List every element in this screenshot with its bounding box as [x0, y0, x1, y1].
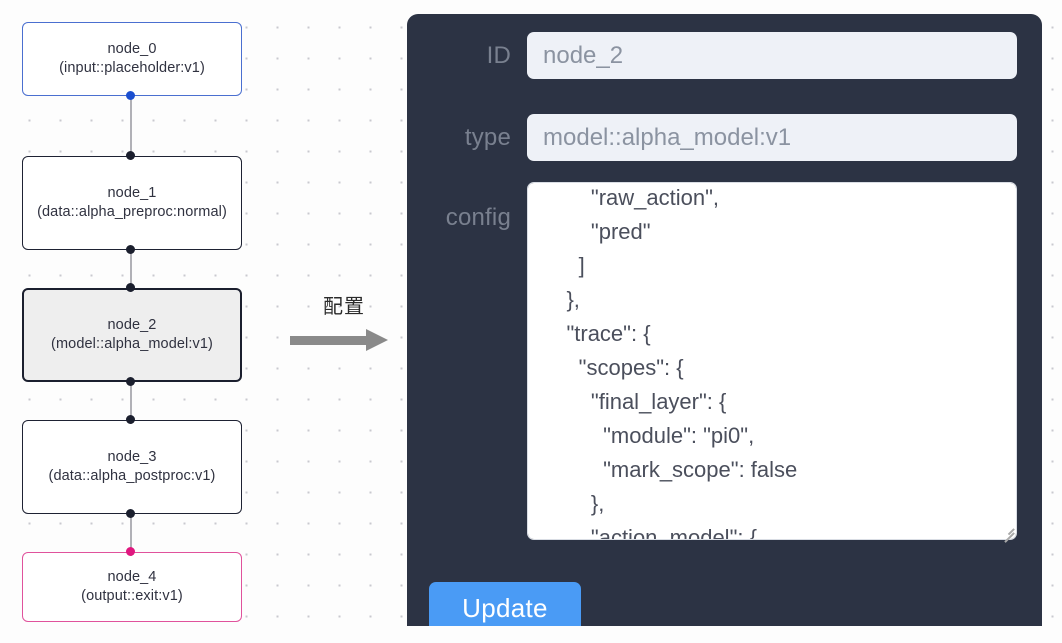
edge-node2-node3 [130, 378, 132, 424]
update-button[interactable]: Update [429, 582, 581, 626]
flow-node-label: node_1 (data::alpha_preproc:normal) [37, 184, 227, 220]
arrow-shaft [290, 336, 368, 345]
edge-node1-node2 [130, 246, 132, 292]
arrow-head [366, 329, 388, 351]
id-field-row: ID [407, 32, 1017, 79]
node-handle-node_1-target[interactable] [126, 151, 135, 160]
flow-node-node_3[interactable]: node_3 (data::alpha_postproc:v1) [22, 420, 242, 514]
node-handle-node_1-source[interactable] [126, 245, 135, 254]
flow-node-node_1[interactable]: node_1 (data::alpha_preproc:normal) [22, 156, 242, 250]
config-textarea[interactable] [527, 182, 1017, 540]
type-input[interactable] [527, 114, 1017, 161]
config-field-label: config [445, 204, 511, 231]
flow-node-node_0[interactable]: node_0 (input::placeholder:v1) [22, 22, 242, 96]
flow-node-label: node_4 (output::exit:v1) [81, 568, 183, 604]
node-handle-node_3-source[interactable] [126, 509, 135, 518]
annotation-group: 配置 [288, 296, 400, 351]
node-handle-node_2-source[interactable] [126, 377, 135, 386]
node-inspector-panel: ID type config Update [407, 14, 1042, 626]
type-field-label: type [464, 123, 511, 151]
flow-node-node_2[interactable]: node_2 (model::alpha_model:v1) [22, 288, 242, 382]
config-editor-wrap [527, 182, 1017, 543]
type-field-row: type [407, 114, 1017, 161]
node-handle-node_0-source[interactable] [126, 91, 135, 100]
flow-node-label: node_2 (model::alpha_model:v1) [51, 316, 213, 352]
edge-node0-node1 [130, 92, 132, 160]
arrow-right-icon [288, 329, 400, 351]
id-field-label: ID [486, 41, 511, 69]
flow-node-label: node_3 (data::alpha_postproc:v1) [48, 448, 216, 484]
config-field-row: config [407, 182, 1017, 543]
node-handle-node_4-target[interactable] [126, 547, 135, 556]
edge-node3-node4 [130, 510, 132, 556]
node-handle-node_3-target[interactable] [126, 415, 135, 424]
flow-node-node_4[interactable]: node_4 (output::exit:v1) [22, 552, 242, 622]
annotation-label: 配置 [323, 294, 365, 318]
id-input[interactable] [527, 32, 1017, 79]
node-handle-node_2-target[interactable] [126, 283, 135, 292]
flow-node-label: node_0 (input::placeholder:v1) [59, 40, 205, 76]
